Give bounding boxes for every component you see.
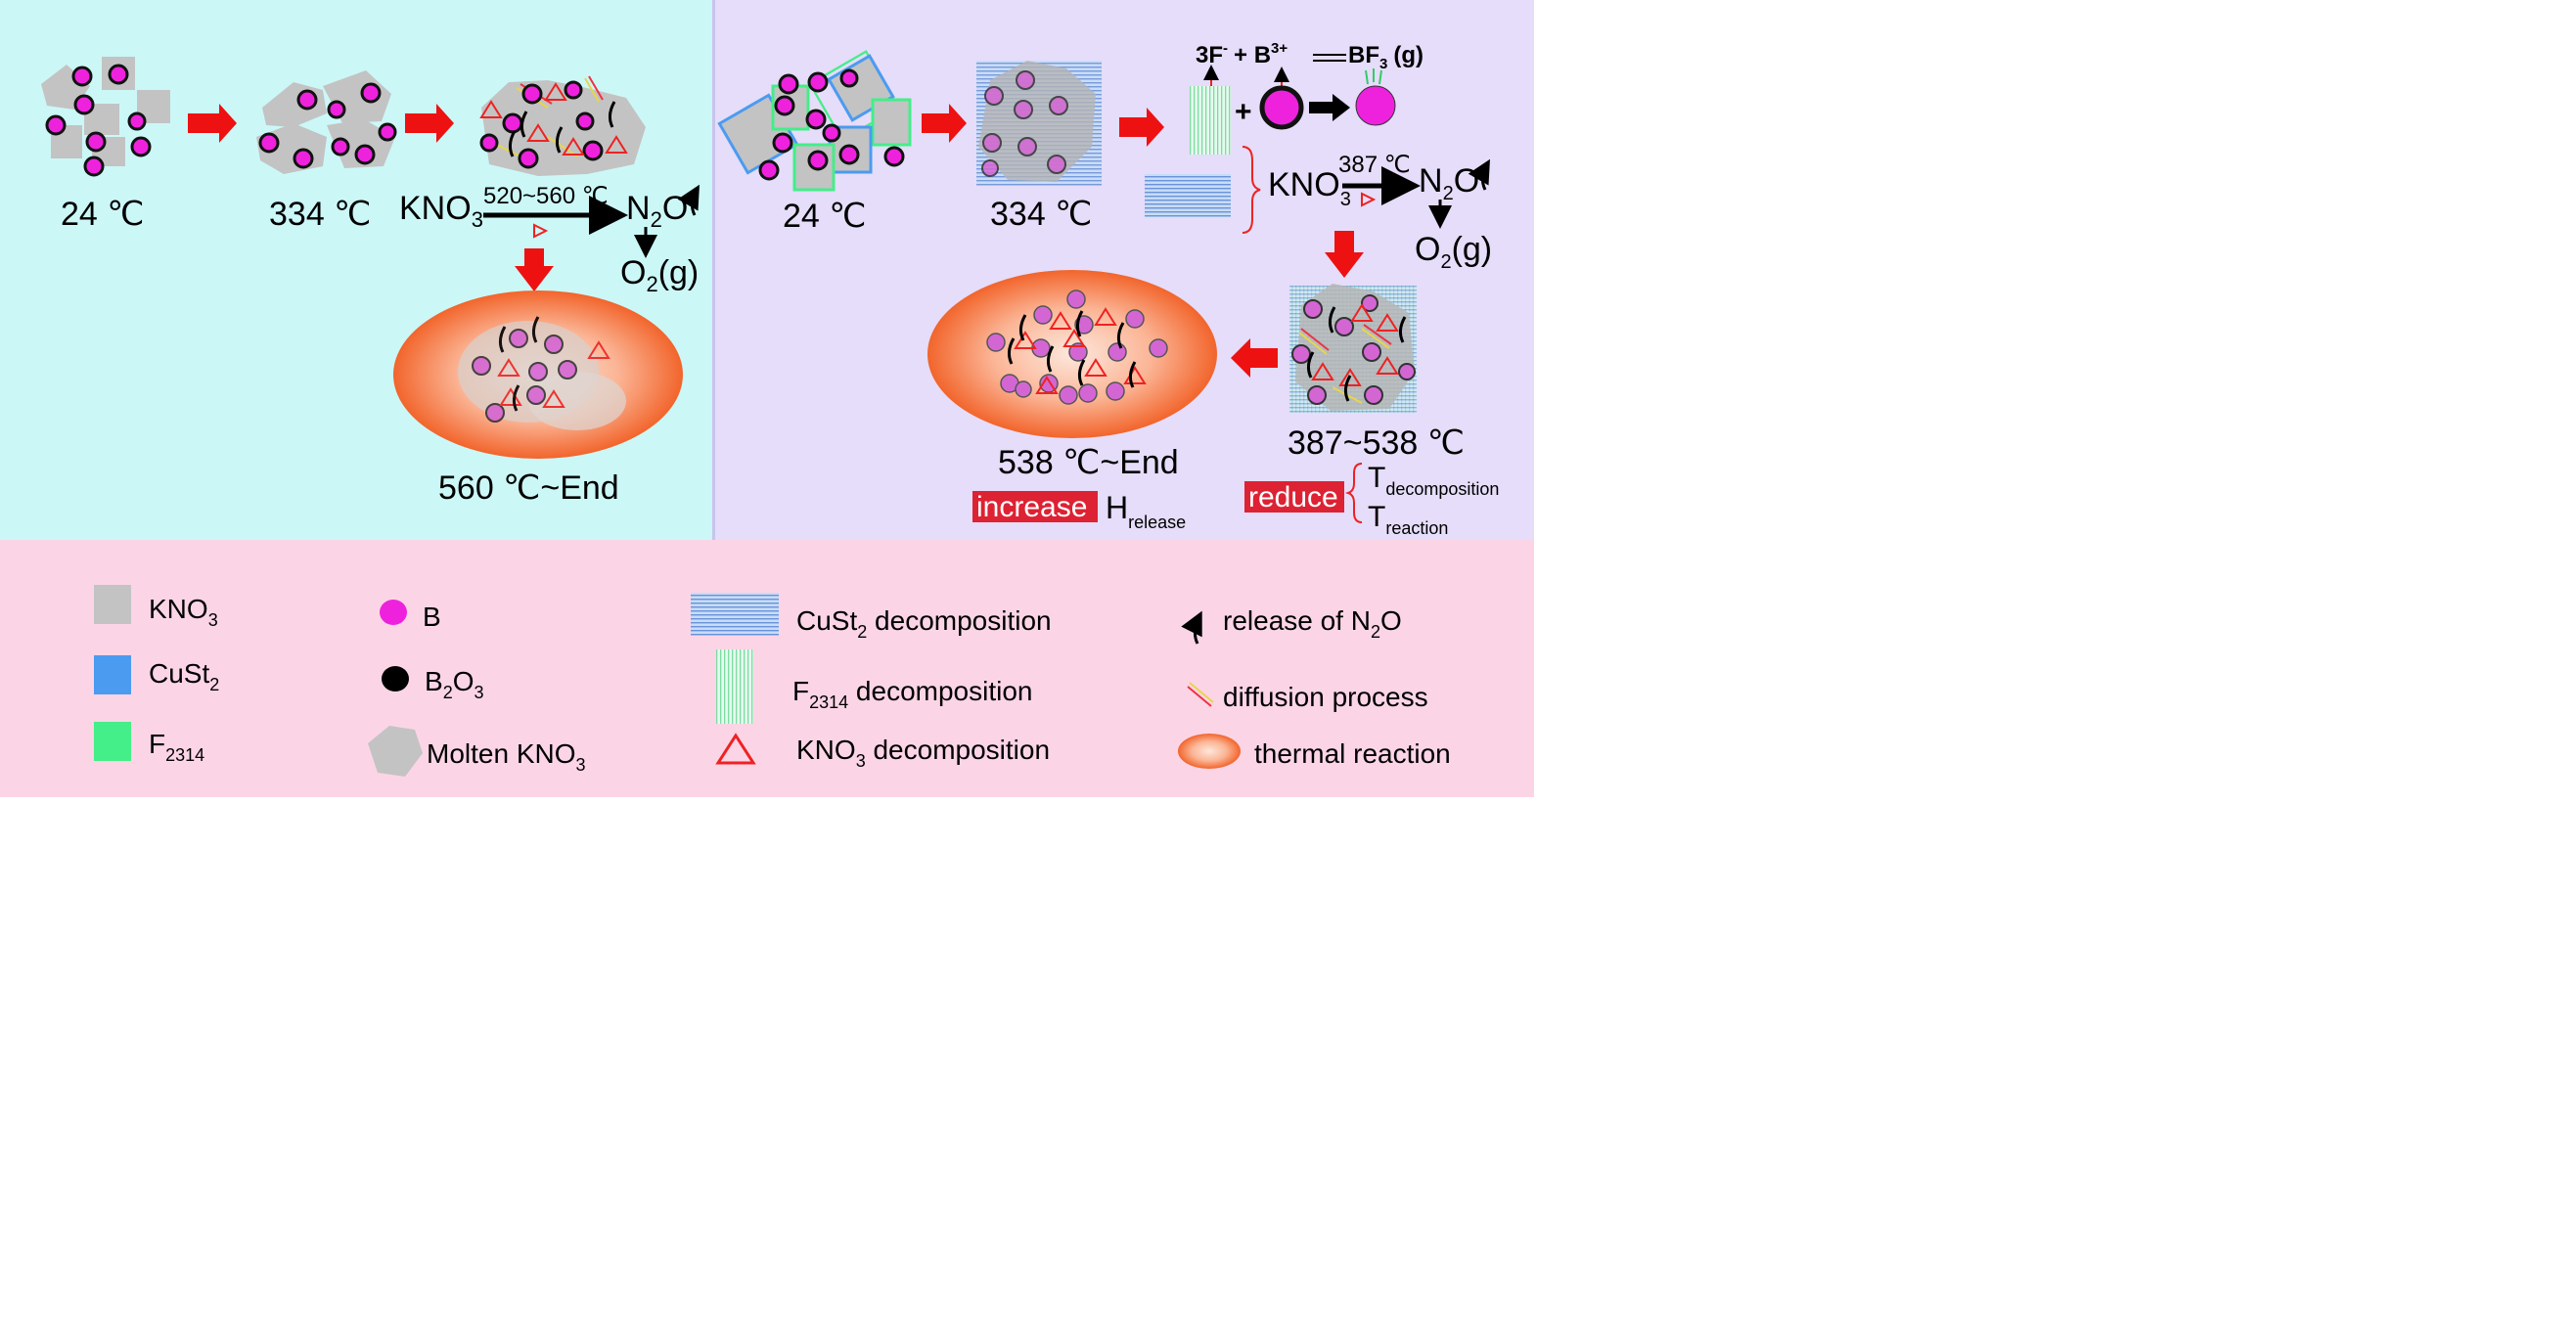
left-secondary-product: O2(g) — [620, 254, 699, 296]
left-stage3-temp: 560 ℃~End — [438, 469, 619, 507]
legend-f2314-label: F2314 — [149, 729, 204, 765]
right-red-arrow-1 — [922, 104, 967, 143]
right-stage1-particles — [717, 50, 912, 192]
legend-b2o3-swatch — [382, 666, 409, 692]
left-stage2-particles — [256, 70, 397, 174]
left-reaction-condition: 520~560 ℃ — [483, 183, 609, 209]
legend-kno3-label: KNO3 — [149, 594, 218, 630]
right-secondary-product: O2(g) — [1415, 231, 1492, 273]
t-decomposition-label: Tdecomposition — [1368, 462, 1499, 499]
left-reactant: KNO3 — [399, 190, 483, 232]
left-n2o-release-icon — [677, 184, 700, 216]
right-n2o-release-icon — [1468, 158, 1490, 191]
t-reaction-label: Treaction — [1368, 501, 1448, 538]
left-red-arrow-2 — [405, 104, 454, 143]
right-b-particle — [1355, 85, 1396, 126]
right-reactant: KNO3 — [1268, 166, 1351, 210]
legend-kno3-dec-swatch — [715, 733, 756, 765]
legend-custs-swatch — [94, 655, 131, 694]
left-stage2-temp: 334 ℃ — [269, 196, 371, 233]
legend-kno3-swatch — [94, 585, 131, 624]
bf3-release-marks — [1365, 68, 1382, 85]
reduce-label: reduce — [1248, 481, 1338, 513]
legend-custs-dec-swatch — [691, 593, 779, 636]
legend-b2o3-label: B2O3 — [425, 666, 484, 702]
reduce-label-bg — [1244, 481, 1344, 513]
right-stage3-temp: 387~538 ℃ — [1288, 424, 1465, 462]
right-reaction-condition: 387 ℃ — [1338, 152, 1411, 178]
right-kno3-decomposition-mark — [1361, 192, 1377, 207]
left-stage1-particles — [41, 57, 170, 177]
left-red-arrow-1 — [188, 104, 237, 143]
legend-diffusion-icon — [1187, 682, 1214, 707]
right-stage2-temp: 334 ℃ — [990, 196, 1092, 233]
right-stage3-particles — [1289, 284, 1417, 413]
legend-kno3-dec-label: KNO3 decomposition — [796, 735, 1050, 771]
right-stage4-particles — [986, 290, 1168, 405]
right-stage4-temp: 538 ℃~End — [998, 444, 1179, 481]
right-stage2-particles — [976, 61, 1102, 186]
increase-label-bg — [972, 491, 1098, 522]
legend-custs-label: CuSt2 — [149, 658, 219, 694]
legend-f2314-swatch — [94, 722, 131, 761]
diagram-canvas: 24 ℃ 334 ℃ — [41, 40, 1499, 777]
legend-background — [0, 540, 1534, 797]
right-f2314-decomposition — [1190, 86, 1231, 155]
right-product: N2O — [1419, 162, 1479, 204]
legend-thermal-swatch — [1178, 734, 1241, 769]
legend-molten-label: Molten KNO3 — [427, 738, 586, 775]
legend-f2314-dec-label: F2314 decomposition — [792, 676, 1033, 712]
left-stage4-particles — [458, 316, 626, 430]
right-custs-decomposition — [1145, 174, 1231, 217]
right-stage1-temp: 24 ℃ — [783, 198, 866, 235]
right-red-arrow-2 — [1119, 108, 1164, 147]
increase-label: increase — [976, 491, 1087, 523]
right-brace — [1242, 146, 1261, 234]
right-equation-product: BF3(g) — [1348, 42, 1424, 72]
left-kno3-decomposition-mark — [533, 223, 549, 239]
left-stage3-particles — [479, 75, 646, 176]
legend-n2o-release-label: release of N2O — [1223, 605, 1402, 642]
panel-divider — [712, 0, 715, 540]
reduce-brace — [1344, 463, 1363, 523]
legend: KNO3 CuSt2 F2314 B B2O3 Molten KNO3 CuSt… — [94, 585, 1451, 777]
h-release-label: Hrelease — [1106, 490, 1186, 532]
right-equation: 3F-+ B3+ — [1196, 40, 1288, 68]
legend-molten-swatch — [368, 726, 423, 777]
right-black-arrow — [1309, 94, 1350, 121]
left-red-arrow-down — [515, 248, 554, 291]
left-stage1-temp: 24 ℃ — [61, 196, 144, 233]
right-red-arrow-left — [1231, 338, 1278, 378]
legend-custs-dec-label: CuSt2 decomposition — [796, 605, 1052, 642]
legend-f2314-dec-swatch — [716, 649, 753, 724]
legend-n2o-release-icon — [1181, 610, 1202, 645]
left-product: N2O — [626, 190, 688, 232]
right-plus: + — [1235, 96, 1252, 128]
legend-thermal-label: thermal reaction — [1254, 738, 1451, 769]
right-b2o3-particle — [1259, 85, 1304, 130]
legend-b-label: B — [423, 602, 441, 632]
legend-diffusion-label: diffusion process — [1223, 682, 1428, 712]
right-red-arrow-down — [1325, 231, 1364, 278]
legend-b-swatch — [380, 600, 407, 625]
